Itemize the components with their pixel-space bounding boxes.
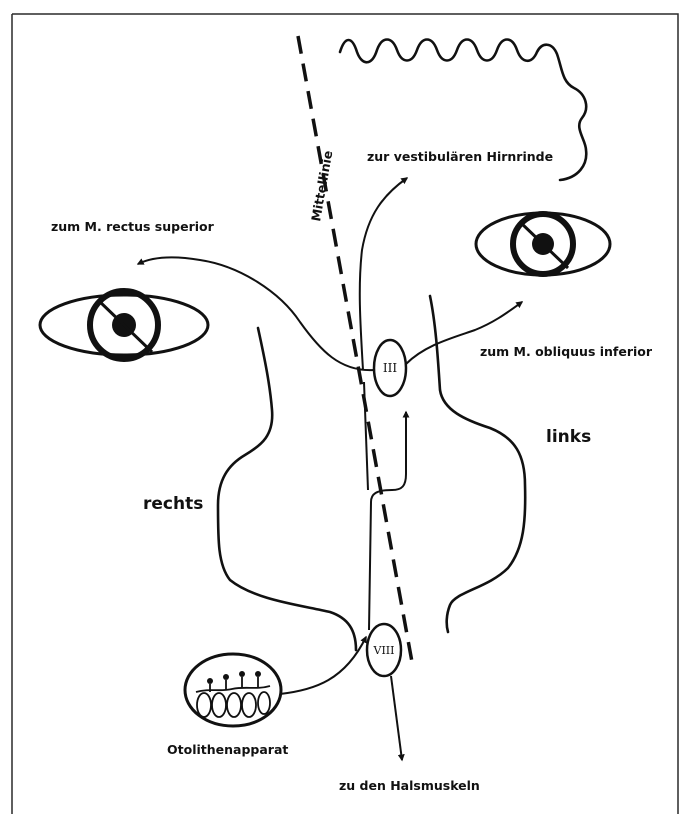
- label-rectus-superior: zum M. rectus superior: [51, 219, 215, 234]
- otolith-to-viii-pathway: [280, 637, 366, 694]
- label-cortex: zur vestibulären Hirnrinde: [367, 149, 553, 164]
- label-obliquus-inferior: zum M. obliquus inferior: [480, 344, 653, 359]
- label-links: links: [546, 427, 591, 447]
- brainstem-outline-right: [218, 328, 356, 650]
- eye-left: [476, 213, 610, 275]
- eye-right: [40, 291, 208, 359]
- pathway-to-neck-muscles: [391, 676, 402, 760]
- label-neck-muscles: zu den Halsmuskeln: [339, 778, 480, 793]
- otolith-organ: [185, 654, 281, 726]
- label-otolith: Otolithenapparat: [167, 742, 288, 757]
- figure-frame: [12, 14, 678, 814]
- label-nucleus-iii: III: [383, 361, 397, 375]
- brainstem-ascending-tract: [364, 382, 368, 490]
- label-rechts: rechts: [143, 494, 203, 514]
- label-nucleus-viii: VIII: [373, 644, 395, 657]
- pathway-to-rectus-superior: [138, 257, 374, 370]
